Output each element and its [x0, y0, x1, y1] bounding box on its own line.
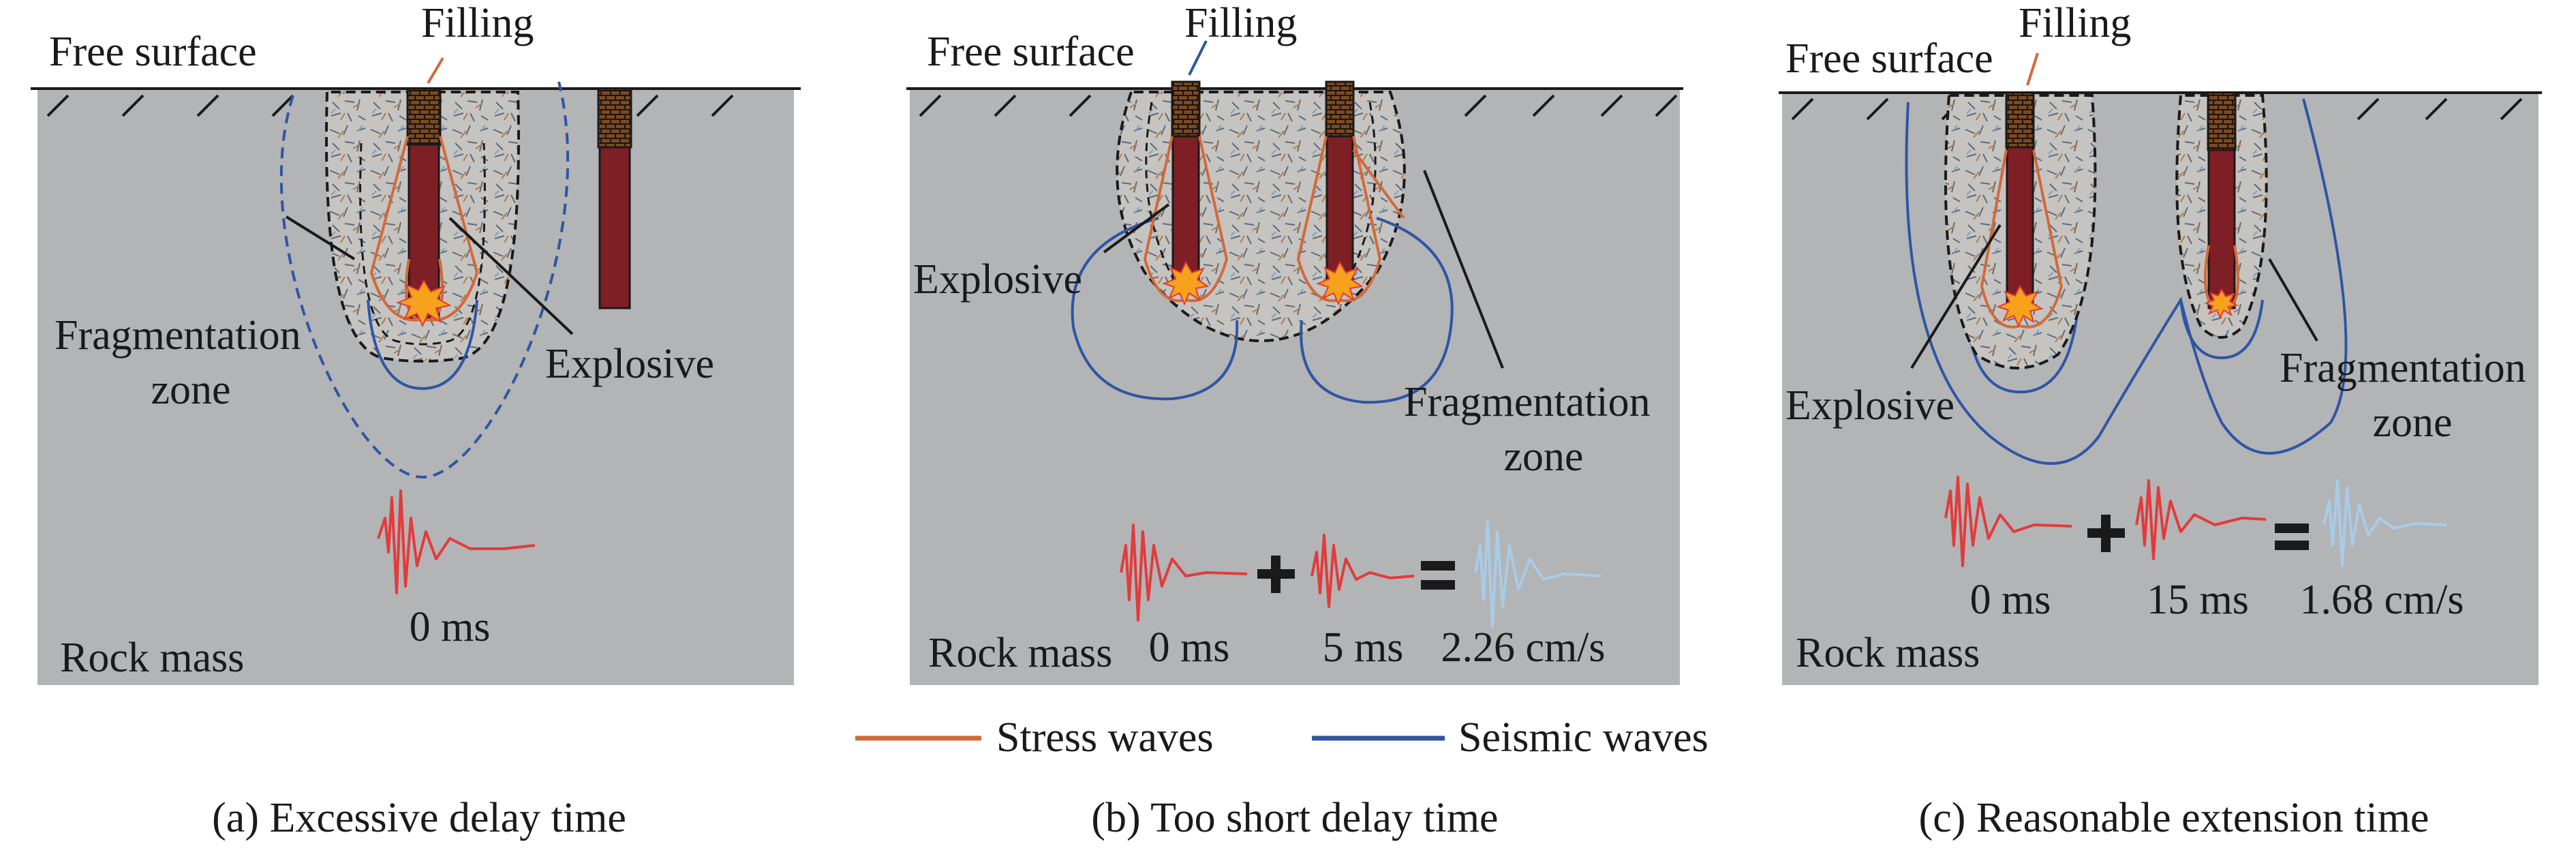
explosive-label: Explosive: [913, 256, 1082, 303]
waveform-delayed: [2135, 479, 2267, 560]
time-label: 5 ms: [1323, 624, 1404, 671]
blast-flash-icon: [396, 279, 452, 328]
explosive-leader: [448, 217, 574, 335]
waveform-0ms: [1944, 476, 2072, 567]
vibration-result-label: 1.68 cm/s: [2299, 577, 2464, 623]
equals-icon: [1421, 561, 1455, 590]
fragmentation-leader: [285, 215, 356, 260]
time-label: 0 ms: [1970, 577, 2051, 623]
second-borehole-filling: [597, 87, 632, 149]
panel-b: Free surface Filling Explosive Fragmenta…: [906, 0, 1683, 841]
time-label: 0 ms: [410, 604, 491, 650]
seismic-wave-outer: [1905, 98, 2348, 465]
panel-c: Free surface Filling Explosive Fragmenta…: [1779, 0, 2542, 841]
waveform-0ms: [377, 489, 536, 594]
filling-stemming: [406, 87, 442, 146]
filling-leader: [427, 57, 444, 85]
seismic-wave-boundary-dashed: [279, 81, 570, 479]
time-label: 0 ms: [1149, 624, 1230, 671]
filling-stemming: [1171, 80, 1201, 138]
filling-leader: [1188, 40, 1208, 76]
equals-icon: [2275, 523, 2309, 550]
second-filling-stemming: [1325, 80, 1355, 138]
filling-label: Filling: [1184, 0, 1297, 46]
panel-caption: (c) Reasonable extension time: [1919, 795, 2429, 841]
explosive-charge: [1171, 135, 1200, 284]
free-surface-label: Free surface: [1785, 35, 1993, 82]
rock-mass-label: Rock mass: [1796, 630, 1980, 676]
explosive-label: Explosive: [1785, 382, 1954, 429]
second-filling-stemming: [2207, 91, 2237, 151]
seismic-wave-front-left: [1071, 217, 1239, 401]
inner-zone-boundary: [359, 142, 486, 346]
plus-icon: [1257, 556, 1295, 593]
time-label: 15 ms: [2147, 577, 2249, 623]
fragmentation-leader: [2268, 258, 2318, 342]
explosive-leader: [1103, 203, 1170, 254]
fragmentation-leader: [1423, 170, 1504, 369]
waveform-combined: [2322, 479, 2447, 567]
seismic-wave-inner-right: [2179, 299, 2264, 360]
vibration-result-label: 2.26 cm/s: [1441, 624, 1605, 671]
blast-flash-icon: [1316, 260, 1364, 306]
waveform-0ms: [1120, 523, 1248, 622]
panel-caption: (a) Excessive delay time: [212, 795, 626, 841]
seismic-wave-front: [367, 299, 478, 391]
zone-label: zone: [151, 367, 230, 413]
fragmentation-label: Fragmentation: [1404, 379, 1651, 425]
plus-icon: [2087, 515, 2125, 552]
rock-mass-label: Rock mass: [60, 635, 244, 681]
explosive-charge: [2006, 146, 2034, 305]
hatch-ground-icon: [46, 94, 734, 117]
free-surface-label: Free surface: [49, 29, 257, 75]
filling-stemming: [2005, 91, 2035, 149]
seismic-wave-front-right: [1300, 217, 1454, 404]
second-explosive-charge: [1325, 135, 1354, 284]
explosive-label: Explosive: [545, 341, 714, 387]
blast-flash-icon: [1996, 284, 2044, 328]
zone-label: zone: [2372, 399, 2452, 446]
second-explosive-charge: [2207, 149, 2236, 309]
legend-stress-label: Stress waves: [996, 714, 1214, 761]
filling-leader: [2026, 52, 2039, 86]
second-borehole-explosive: [598, 146, 631, 309]
panel-a: Free surface Filling Fragmentation zone …: [31, 0, 801, 841]
legend-seismic-label: Seismic waves: [1458, 714, 1708, 761]
filling-label: Filling: [2019, 0, 2131, 46]
legend: Stress waves Seismic waves: [855, 714, 1708, 761]
waveform-combined: [1474, 520, 1602, 628]
stress-wave-lines: [1143, 136, 1405, 303]
filling-label: Filling: [421, 0, 534, 46]
fragmentation-label: Fragmentation: [2280, 345, 2526, 391]
blast-flash-icon: [1162, 260, 1210, 306]
zone-label: zone: [1503, 434, 1583, 480]
hatch-ground-icon: [919, 94, 1678, 117]
free-surface-label: Free surface: [927, 29, 1135, 75]
panel-caption: (b) Too short delay time: [1091, 795, 1498, 841]
waveform-delayed: [1310, 534, 1415, 608]
explosive-leader: [1910, 224, 2002, 369]
rock-mass-label: Rock mass: [928, 630, 1112, 676]
blast-flash-icon: [2204, 288, 2239, 320]
fragmentation-label: Fragmentation: [55, 312, 301, 359]
